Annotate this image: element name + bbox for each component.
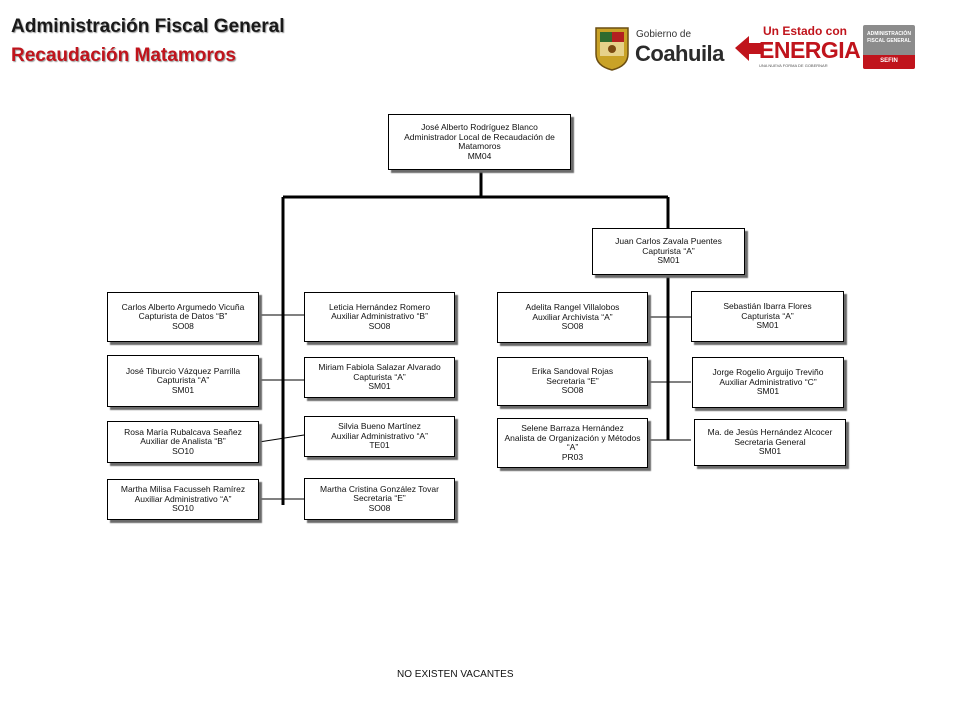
node-role: Auxiliar Administrativo “B”	[331, 311, 428, 322]
org-node-left-2: José Tiburcio Vázquez Parrilla Capturist…	[107, 355, 259, 407]
node-code: SM01	[171, 384, 195, 395]
node-role: Secretaria “E”	[353, 493, 406, 504]
node-name: Juan Carlos Zavala Puentes	[615, 236, 722, 247]
node-code: PR03	[561, 451, 584, 462]
node-name: Silvia Bueno Martínez	[338, 421, 421, 432]
node-name: Selene Barraza Hernández	[521, 423, 624, 433]
node-code: MM04	[467, 150, 492, 161]
node-role: Analista de Organización y Métodos “A”	[504, 432, 641, 452]
estado-logo-tagline: UNA NUEVA FORMA DE GOBERNAR	[759, 63, 828, 68]
node-code: SO08	[368, 502, 391, 513]
org-node-rightright-2: Jorge Rogelio Arguijo Treviño Auxiliar A…	[692, 357, 844, 408]
node-name: Leticia Hernández Romero	[328, 301, 431, 312]
coahuila-logo-top: Gobierno de	[636, 29, 692, 40]
node-role: Secretaria General	[734, 436, 806, 447]
org-node-rightleft-3: Selene Barraza Hernández Analista de Org…	[497, 418, 648, 468]
node-role: Capturista “A”	[741, 310, 794, 321]
node-role: Auxiliar Archivista “A”	[532, 311, 613, 322]
node-code: SO10	[172, 503, 194, 514]
node-role: Secretaria “E”	[546, 375, 599, 386]
page-title: Administración Fiscal General	[11, 16, 285, 37]
node-code: SM01	[756, 320, 779, 331]
node-role: Capturista “A”	[156, 375, 210, 386]
node-code: SO08	[172, 320, 194, 331]
coahuila-shield-icon	[595, 27, 629, 71]
estado-logo-main: ENERGIA	[759, 37, 861, 63]
afg-logo-line3: SEFIN	[880, 58, 898, 64]
node-code: SM01	[657, 255, 680, 266]
org-node-center-4: Martha Cristina González Tovar Secretari…	[304, 478, 455, 520]
org-node-head: José Alberto Rodríguez Blanco Administra…	[388, 114, 571, 170]
coahuila-logo: Gobierno de Coahuila	[594, 24, 724, 72]
node-role: Auxiliar Administrativo “A”	[331, 430, 428, 441]
node-code: SO10	[172, 445, 194, 456]
page-subtitle: Recaudación Matamoros	[11, 45, 236, 66]
node-name: Rosa María Rubalcava Seañez	[124, 426, 242, 437]
node-code: SM01	[758, 446, 782, 457]
node-name: José Tiburcio Vázquez Parrilla	[125, 365, 241, 376]
node-name: José Alberto Rodríguez Blanco	[421, 122, 538, 132]
node-role: Auxiliar Administrativo “C”	[719, 376, 817, 387]
org-node-center-3: Silvia Bueno Martínez Auxiliar Administr…	[304, 416, 455, 457]
org-node-juan: Juan Carlos Zavala Puentes Capturista “A…	[592, 228, 745, 275]
org-node-rightleft-1: Adelita Rangel Villalobos Auxiliar Archi…	[497, 292, 648, 343]
node-name: Ma. de Jesús Hernández Alcocer	[707, 427, 833, 438]
node-code: SO08	[561, 321, 584, 332]
estado-logo-top: Un Estado con	[763, 24, 848, 38]
node-name: Carlos Alberto Argumedo Vicuña	[121, 301, 245, 312]
afg-logo-line1: ADMINISTRACIÓN	[867, 31, 911, 37]
node-name: Martha Cristina González Tovar	[320, 483, 439, 494]
coahuila-logo-main: Coahuila	[635, 41, 724, 66]
node-name: Adelita Rangel Villalobos	[525, 302, 620, 313]
node-code: SM01	[756, 386, 780, 397]
node-code: TE01	[369, 440, 390, 451]
org-node-rightright-1: Sebastián Ibarra Flores Capturista “A” S…	[691, 291, 844, 342]
vacancies-note: NO EXISTEN VACANTES	[397, 669, 514, 680]
node-name: Jorge Rogelio Arguijo Treviño	[712, 367, 824, 378]
node-role: Administrador Local de Recaudación de Ma…	[404, 131, 555, 151]
org-node-rightleft-2: Erika Sandoval Rojas Secretaria “E” SO08	[497, 357, 648, 406]
org-node-left-1: Carlos Alberto Argumedo Vicuña Capturist…	[107, 292, 259, 342]
org-node-rightright-3: Ma. de Jesús Hernández Alcocer Secretari…	[694, 419, 846, 466]
node-name: Martha Milisa Facusseh Ramírez	[120, 484, 246, 495]
node-role: Capturista “A”	[642, 245, 695, 256]
org-node-center-2: Miriam Fabiola Salazar Alvarado Capturis…	[304, 357, 455, 398]
estado-energia-logo: Un Estado con ENERGIA UNA NUEVA FORMA DE…	[733, 24, 861, 70]
node-role: Auxiliar de Analista “B”	[140, 436, 226, 447]
node-role: Capturista “A”	[353, 371, 406, 382]
org-node-left-3: Rosa María Rubalcava Seañez Auxiliar de …	[107, 421, 259, 463]
node-role: Capturista de Datos “B”	[138, 311, 228, 322]
node-name: Erika Sandoval Rojas	[531, 366, 614, 377]
org-node-center-1: Leticia Hernández Romero Auxiliar Admini…	[304, 292, 455, 342]
org-node-left-4: Martha Milisa Facusseh Ramírez Auxiliar …	[107, 479, 259, 520]
node-name: Sebastián Ibarra Flores	[723, 301, 812, 312]
node-role: Auxiliar Administrativo “A”	[134, 493, 232, 504]
node-code: SO08	[561, 385, 584, 396]
node-name: Miriam Fabiola Salazar Alvarado	[318, 362, 441, 373]
node-code: SM01	[368, 381, 391, 392]
afg-sefin-logo: ADMINISTRACIÓN FISCAL GENERAL SEFIN	[863, 25, 915, 69]
node-code: SO08	[368, 320, 391, 331]
afg-logo-line2: FISCAL GENERAL	[867, 38, 911, 44]
energia-arrow-icon	[735, 36, 761, 61]
